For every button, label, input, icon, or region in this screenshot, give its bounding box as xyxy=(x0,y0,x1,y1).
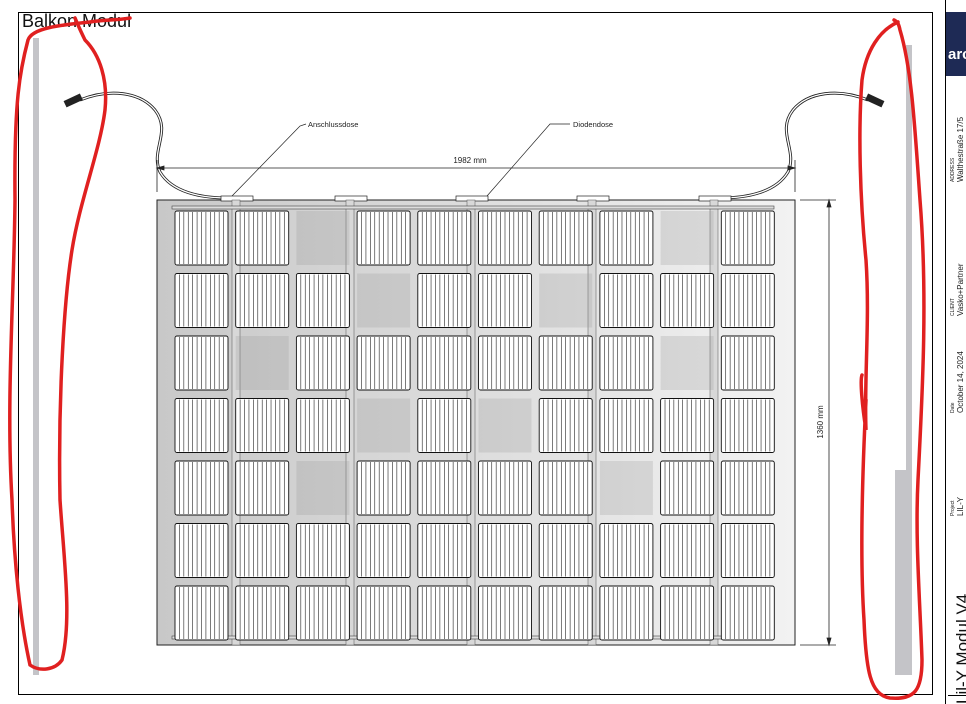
empty-cell-slot xyxy=(296,461,350,515)
empty-cell-slot xyxy=(235,336,289,390)
junction-box-leader xyxy=(231,123,307,197)
solar-cell xyxy=(599,335,654,391)
solar-cell xyxy=(660,523,715,578)
solar-cell xyxy=(538,335,593,391)
solar-cell xyxy=(295,523,350,578)
solar-cell xyxy=(417,460,472,516)
width-dimension-label: 1982 mm xyxy=(453,156,487,165)
solar-cell xyxy=(660,585,715,641)
solar-cell xyxy=(235,460,290,516)
solar-cell xyxy=(720,210,775,266)
right-connector-icon xyxy=(865,93,885,108)
solar-cell xyxy=(295,398,350,453)
solar-cell xyxy=(417,210,472,266)
solar-cell xyxy=(660,273,715,328)
solar-cell xyxy=(538,210,593,266)
solar-cell xyxy=(720,460,775,516)
solar-cell xyxy=(174,273,229,328)
solar-cell xyxy=(174,210,229,266)
diode-box-label: Diodendose xyxy=(573,120,613,129)
solar-cell xyxy=(478,585,532,641)
empty-cell-slot xyxy=(478,398,532,453)
left-red-annotation xyxy=(8,16,132,671)
solar-cell xyxy=(538,398,593,453)
solar-cell xyxy=(720,273,775,328)
width-dimension xyxy=(155,160,797,192)
right-gray-bar-wide xyxy=(895,470,912,675)
empty-cell-slot xyxy=(660,211,714,265)
solar-cell xyxy=(660,460,715,516)
solar-cell xyxy=(720,585,775,641)
solar-cell xyxy=(235,585,290,641)
top-ribbon xyxy=(171,205,775,210)
drawing-name: Lil-Y Modul V4 xyxy=(953,593,966,704)
solar-cell xyxy=(599,273,654,328)
solar-cell xyxy=(295,335,350,391)
solar-cell xyxy=(599,210,654,266)
solar-cell xyxy=(478,335,532,391)
right-red-annotation xyxy=(858,18,926,700)
diode-box-leader xyxy=(486,123,570,197)
right-gray-bar xyxy=(906,45,912,675)
solar-cell xyxy=(599,398,654,453)
company-logo: arc xyxy=(946,12,966,76)
drawing-frame xyxy=(18,12,933,695)
empty-cell-slot xyxy=(660,336,714,390)
solar-cell xyxy=(720,523,775,578)
solar-cell xyxy=(417,523,472,578)
empty-cell-slot xyxy=(539,273,593,328)
junction-box-label: Anschlussdose xyxy=(308,120,358,129)
solar-cell xyxy=(235,210,290,266)
height-dimension-label: 1360 mm xyxy=(816,405,825,439)
solar-cell xyxy=(356,460,411,516)
solar-cell xyxy=(356,523,411,578)
empty-cell-slot xyxy=(599,461,653,515)
client-field: CLIENT Vasko+Partner xyxy=(950,263,965,316)
date-field: Date October 14, 2024 xyxy=(950,351,965,413)
solar-cell xyxy=(478,523,532,578)
solar-cell xyxy=(538,523,593,578)
solar-cell xyxy=(538,460,593,516)
solar-cell xyxy=(417,585,472,641)
solar-cell xyxy=(295,585,350,641)
solar-cell xyxy=(660,398,715,453)
solar-cell xyxy=(720,398,775,453)
solar-cell xyxy=(599,585,654,641)
project-field: Project LIL-Y xyxy=(950,496,965,516)
solar-cell xyxy=(478,210,532,266)
title-block-divider xyxy=(948,695,966,696)
left-connector-icon xyxy=(63,93,83,108)
solar-cell xyxy=(174,335,229,391)
solar-cell xyxy=(417,273,472,328)
solar-cell xyxy=(599,523,654,578)
solar-cell xyxy=(356,585,411,641)
solar-cell xyxy=(720,335,775,391)
title-block xyxy=(945,0,966,704)
solar-cell xyxy=(235,398,290,453)
empty-cell-slot xyxy=(357,273,411,328)
left-gray-bar xyxy=(33,38,39,675)
solar-cell xyxy=(356,210,411,266)
solar-cell xyxy=(295,273,350,328)
empty-cell-slot xyxy=(357,398,411,453)
solar-cell xyxy=(478,460,532,516)
height-dimension xyxy=(800,198,836,647)
solar-cell xyxy=(538,585,593,641)
solar-cell xyxy=(174,398,229,453)
solar-cell xyxy=(235,523,290,578)
empty-cell-slot xyxy=(296,211,350,265)
address-field: ADDRESS Walthestraße 17/5 xyxy=(950,116,965,182)
solar-cell xyxy=(174,523,229,578)
solar-cell xyxy=(417,335,472,391)
solar-cell xyxy=(174,585,229,641)
solar-cell xyxy=(478,273,532,328)
solar-cell xyxy=(356,335,411,391)
solar-cell xyxy=(417,398,472,453)
solar-cell xyxy=(174,460,229,516)
solar-cell xyxy=(235,273,290,328)
